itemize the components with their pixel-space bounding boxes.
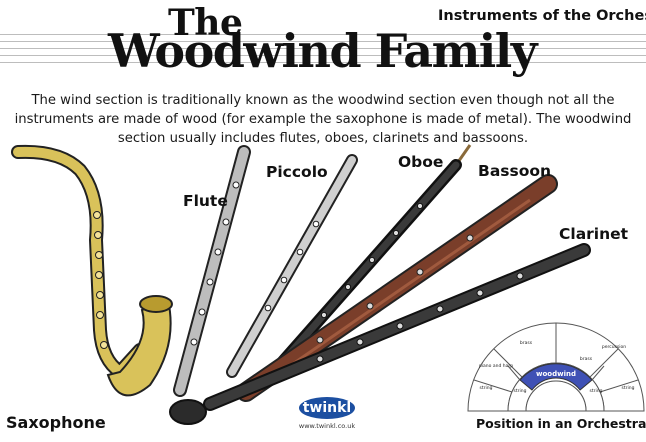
header-tag: Instruments of the Orchestra <box>438 8 646 24</box>
saxophone-illustration <box>11 144 173 397</box>
intro-paragraph: The wind section is traditionally known … <box>14 93 632 146</box>
woodwind-sector-label: woodwind <box>536 370 576 378</box>
flute-illustration <box>173 145 251 397</box>
string-sector-label-3: string <box>590 388 603 394</box>
bassoon-illustration <box>236 174 558 402</box>
saxophone-label: Saxophone <box>6 413 106 432</box>
piccolo-label: Piccolo <box>266 163 328 181</box>
clarinet-label: Clarinet <box>559 225 629 243</box>
twinkl-logo: twinkl www.twinkl.co.uk <box>298 396 356 436</box>
bassoon-label: Bassoon <box>478 162 552 180</box>
brass-sector-right-label: brass <box>580 356 593 362</box>
brass-sector-left-label: brass <box>520 340 533 346</box>
page-title: Woodwind Family <box>108 24 537 78</box>
clarinet-illustration <box>169 243 591 425</box>
piccolo-illustration <box>226 154 358 378</box>
instruments-illustration <box>11 144 591 425</box>
percussion-sector-label: percussion <box>602 344 626 350</box>
piano-harp-sector-label: piano and harp <box>479 363 513 369</box>
oboe-label: Oboe <box>398 153 444 171</box>
title-small: The <box>168 2 243 44</box>
position-in-orchestra-label: Position in an Orchestra <box>476 416 646 431</box>
flute-label: Flute <box>183 192 228 210</box>
string-sector-label-1: string <box>480 385 493 391</box>
twinkl-logo-word: twinkl <box>302 400 352 416</box>
string-sector-label-2: string <box>514 388 527 394</box>
orchestra-diagram: woodwind brass brass piano and harp perc… <box>467 322 645 412</box>
string-sector-label-4: string <box>622 385 635 391</box>
twinkl-url: www.twinkl.co.uk <box>298 422 356 430</box>
